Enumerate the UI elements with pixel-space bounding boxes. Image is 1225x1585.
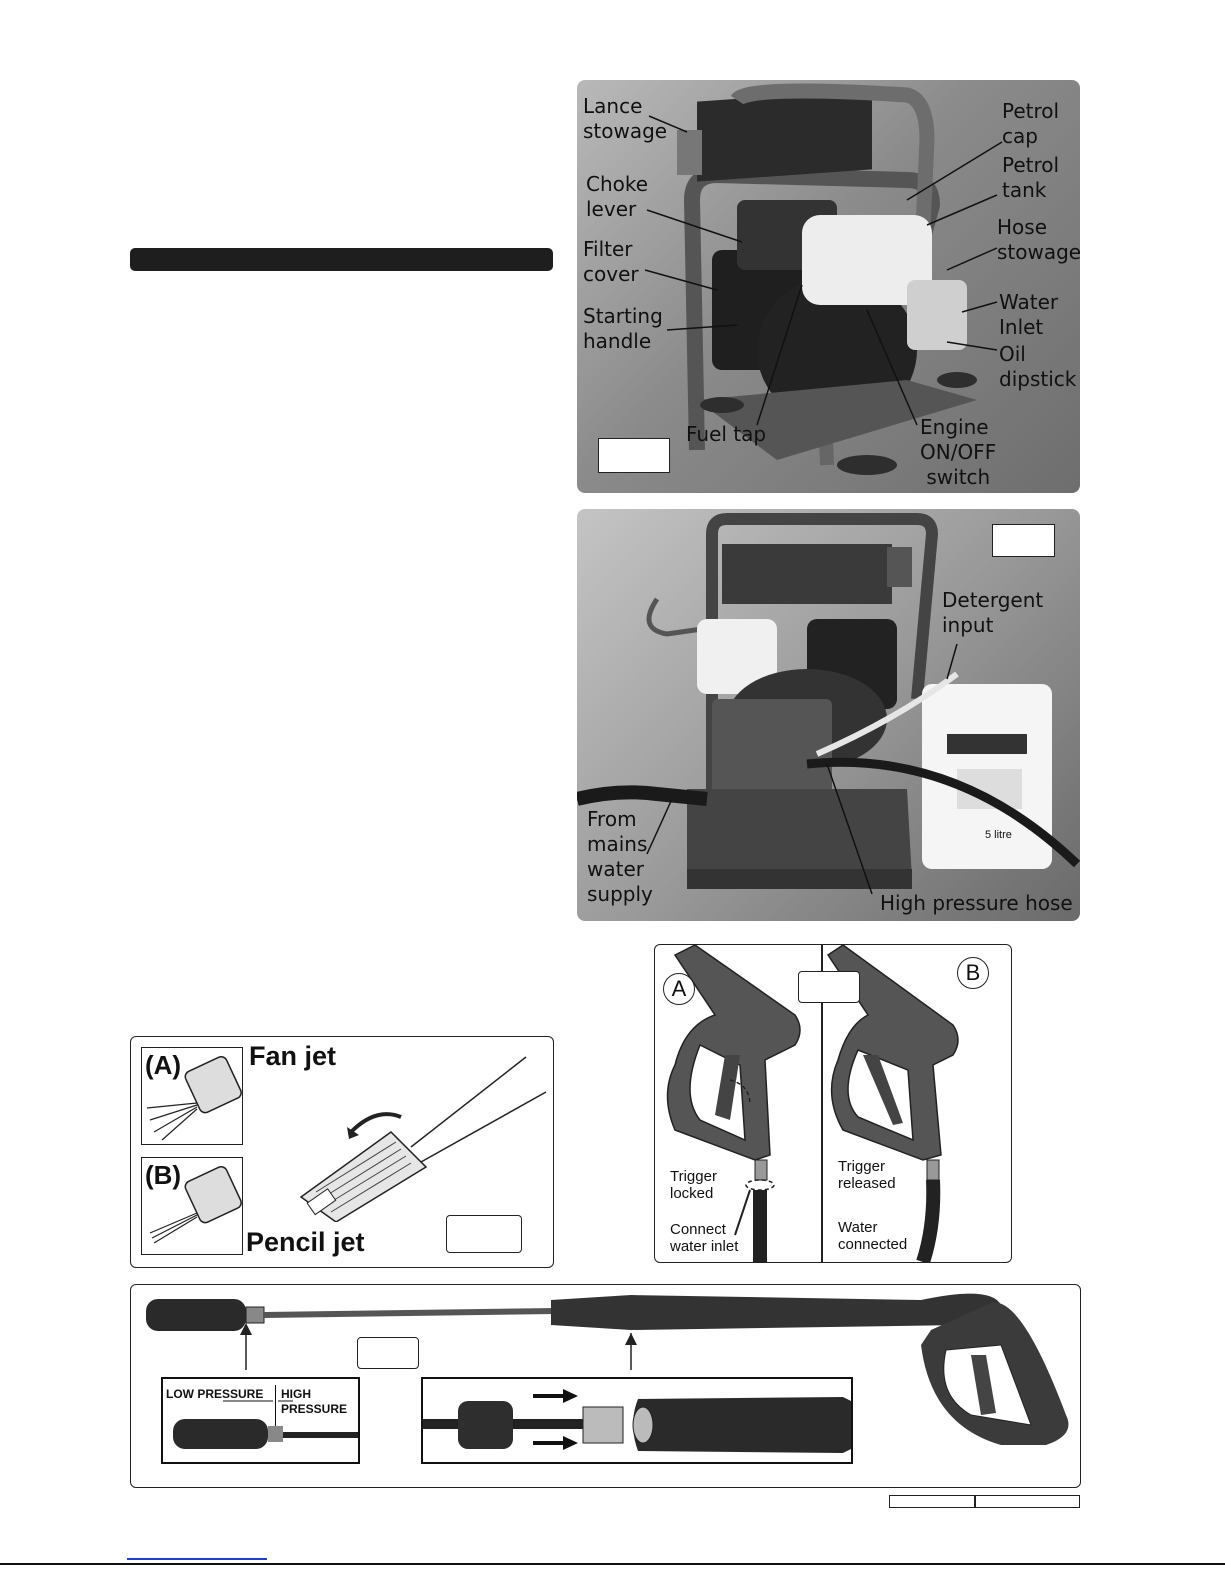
connection-drawing xyxy=(423,1389,851,1453)
callout-starting-handle: Starting handle xyxy=(583,304,663,353)
callout-petrol-tank: Petrol tank xyxy=(1002,153,1060,202)
callout-lance-stowage: Lance stowage xyxy=(583,94,668,143)
callout-mains-water: From mains water supply xyxy=(587,807,653,906)
callout-petrol-cap: Petrol cap xyxy=(1002,99,1060,148)
footer-rule xyxy=(0,1563,1225,1565)
fan-jet-label: Fan jet xyxy=(249,1041,337,1071)
panel-divider xyxy=(821,945,823,1262)
fan-jet-letter: (A) xyxy=(145,1050,182,1080)
circle-a-letter: A xyxy=(671,976,687,1001)
footer-model-box xyxy=(889,1495,1080,1508)
pressure-divider xyxy=(275,1385,276,1430)
water-connected-label: Water connected xyxy=(838,1219,908,1253)
figure-number-box xyxy=(357,1337,419,1369)
section-heading-bar xyxy=(130,248,553,271)
connect-water-inlet-label: Connect water inlet xyxy=(670,1221,739,1255)
callout-detergent-input: Detergent input xyxy=(942,588,1044,637)
trigger-released-label: Trigger released xyxy=(838,1158,896,1192)
callout-water-inlet: Water Inlet xyxy=(999,290,1059,339)
low-pressure-label: LOW PRESSURE xyxy=(166,1387,264,1401)
detergent-container-label: 5 litre xyxy=(985,829,1012,841)
trigger-gun-panel: A B Trigger locked Connect water inlet T… xyxy=(654,944,1012,1263)
nozzle-inset-drawing xyxy=(173,1400,358,1449)
circle-b-letter: B xyxy=(965,960,981,985)
pencil-jet-letter: (B) xyxy=(145,1160,182,1190)
callout-fuel-tap: Fuel tap xyxy=(686,422,767,446)
lance-drawing xyxy=(146,1293,1069,1445)
callout-oil-dipstick: Oil dipstick xyxy=(999,342,1077,391)
figure-number-box xyxy=(992,524,1055,557)
callout-filter-cover: Filter cover xyxy=(583,237,639,286)
circle-b: B xyxy=(957,957,989,989)
circle-a: A xyxy=(663,973,695,1005)
figure-number-box xyxy=(446,1215,522,1253)
footer-box-divider xyxy=(974,1495,976,1508)
figure-number-box xyxy=(598,438,670,473)
callout-high-pressure-hose: High pressure hose xyxy=(880,891,1073,915)
lance-connection-inset xyxy=(421,1377,853,1464)
high-pressure-label: HIGH PRESSURE xyxy=(281,1387,348,1416)
trigger-locked-label: Trigger locked xyxy=(670,1168,717,1202)
pressure-adjust-inset: LOW PRESSURE HIGH PRESSURE xyxy=(161,1377,360,1464)
figure-number-box xyxy=(798,971,860,1003)
footer-link-underline[interactable] xyxy=(127,1558,267,1560)
pressure-washer-illustration xyxy=(644,83,1003,475)
fan-jet-thumbnail: (A) xyxy=(141,1047,243,1145)
lance-panel: LOW PRESSURE HIGH PRESSURE xyxy=(130,1284,1081,1488)
callout-choke-lever: Choke lever xyxy=(586,172,649,221)
connections-photo: 5 litre Detergent input From mains water… xyxy=(577,509,1080,921)
pressure-washer-photo: Lance stowage Choke lever Filter cover S… xyxy=(577,80,1080,493)
nozzle-lance-drawing xyxy=(299,1056,547,1222)
callout-hose-stowage: Hose stowage xyxy=(997,215,1080,264)
pencil-jet-thumbnail: (B) xyxy=(141,1157,243,1255)
pencil-jet-label: Pencil jet xyxy=(246,1227,365,1257)
connections-illustration xyxy=(577,513,1080,895)
trigger-gun-a-drawing xyxy=(666,945,801,1262)
nozzle-panel: (A) (B) Fan jet Pencil jet xyxy=(130,1036,554,1268)
callout-engine-switch: Engine ON/OFF switch xyxy=(920,415,997,489)
trigger-gun-b-drawing xyxy=(826,945,959,1262)
